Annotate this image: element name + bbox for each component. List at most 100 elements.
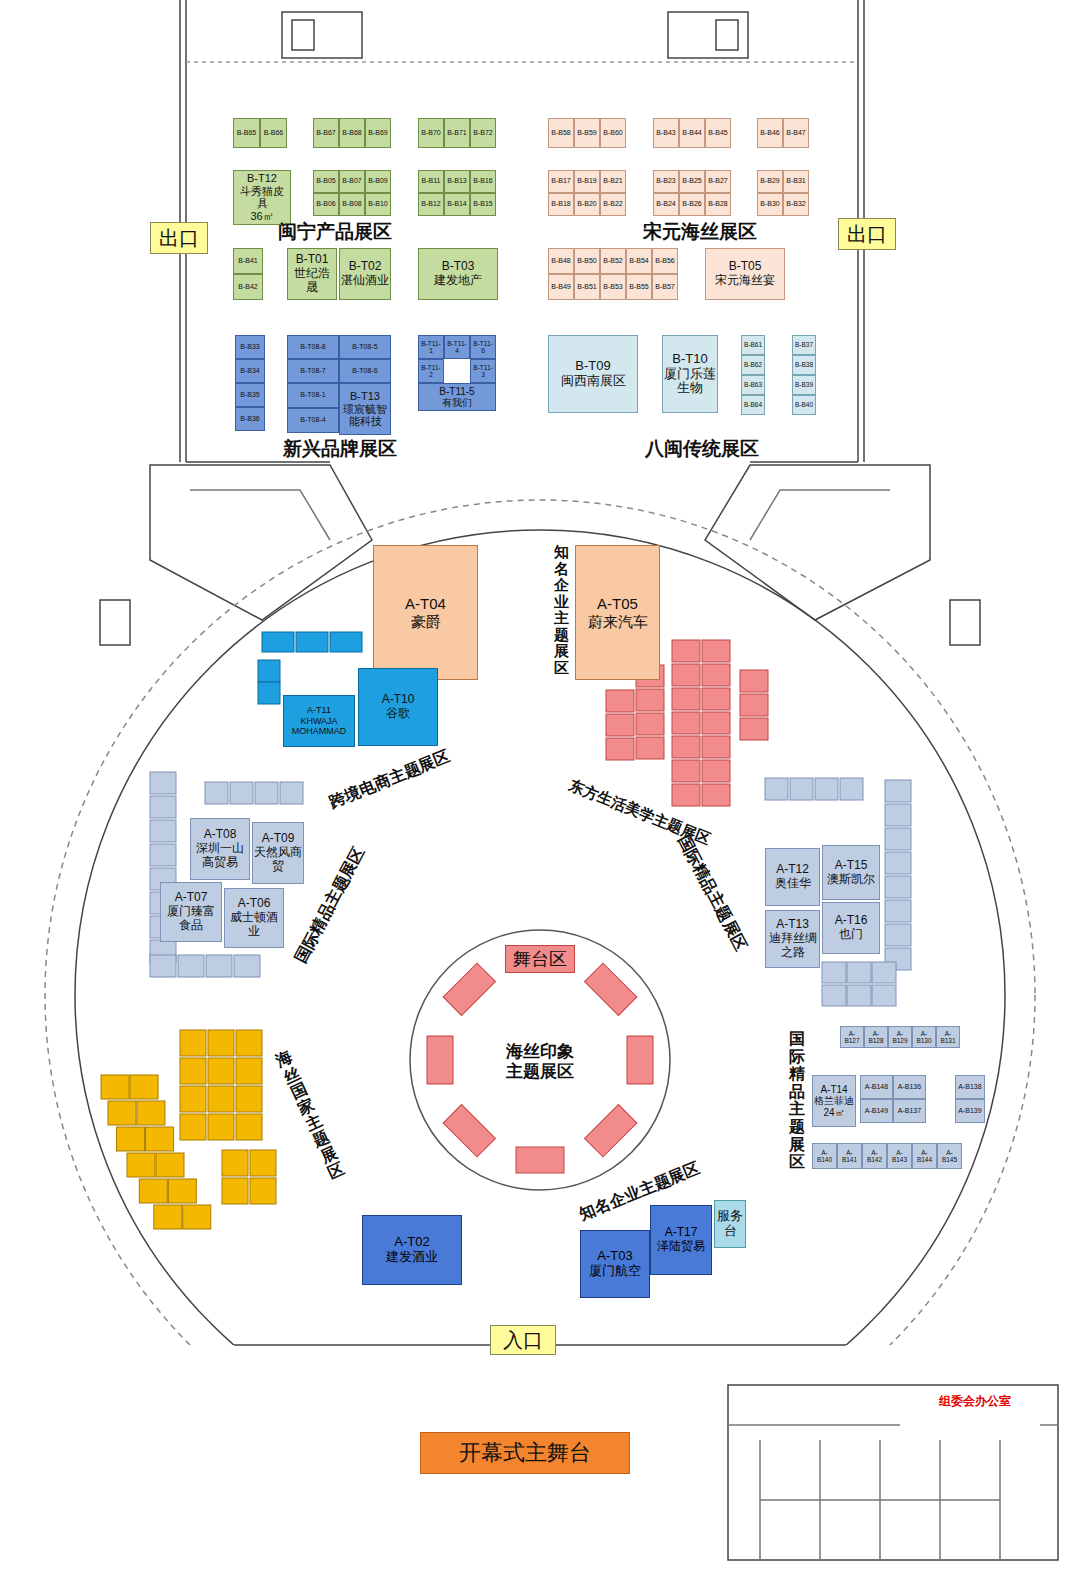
booth-box: B-T08-4 bbox=[287, 408, 339, 433]
small-booth bbox=[108, 1101, 136, 1125]
booth-box: B-B06 bbox=[313, 193, 339, 216]
small-booth bbox=[636, 737, 664, 759]
booth-box: B-B47 bbox=[783, 118, 809, 148]
booth-code: B-B55 bbox=[629, 283, 648, 291]
booth-code: B-B26 bbox=[682, 200, 701, 208]
booth-code: B-B61 bbox=[744, 341, 762, 348]
booth-code: B-T05 bbox=[729, 260, 762, 274]
booth-code: B-B69 bbox=[368, 129, 387, 137]
booth-box: B-T03建发地产 bbox=[418, 248, 498, 300]
booth-box: B-B43 bbox=[653, 118, 679, 148]
small-booth bbox=[672, 736, 700, 758]
booth-box: B-T11-5有我们 bbox=[418, 383, 496, 411]
booth-name: 威士顿酒业 bbox=[226, 911, 282, 939]
booth-code: A-B138 bbox=[958, 1083, 981, 1091]
booth-code: B-B05 bbox=[316, 177, 335, 185]
booth-box: A-B127 bbox=[840, 1026, 864, 1048]
booth-name: 24㎡ bbox=[823, 1107, 844, 1119]
stair-block bbox=[705, 465, 930, 620]
booth-box: B-B66 bbox=[260, 118, 287, 148]
booth-code: A-B140 bbox=[814, 1149, 835, 1164]
booth-code: 出口 bbox=[847, 223, 887, 246]
booth-box: B-B58 bbox=[548, 118, 574, 148]
small-booth bbox=[443, 1105, 495, 1157]
booth-code: A-T17 bbox=[665, 1226, 698, 1240]
booth-name: 深圳一山高贸易 bbox=[192, 842, 248, 870]
top-entrance bbox=[668, 12, 748, 58]
booth-box: B-B55 bbox=[626, 274, 652, 300]
booth-box: B-B37 bbox=[792, 335, 816, 355]
booth-name: 斗秀猫皮具 bbox=[235, 185, 289, 210]
booth-code: B-B27 bbox=[708, 177, 727, 185]
booth-code: B-B30 bbox=[760, 200, 779, 208]
booth-box: B-B51 bbox=[574, 274, 600, 300]
booth-code: B-T01 bbox=[296, 253, 329, 267]
booth-code: B-B47 bbox=[786, 129, 805, 137]
small-booth bbox=[885, 828, 911, 850]
zone-label: 知名企业主题展区 bbox=[554, 544, 569, 676]
small-booth bbox=[236, 1086, 262, 1112]
booth-code: B-B12 bbox=[421, 200, 440, 208]
booth-code: A-B149 bbox=[865, 1107, 888, 1115]
booth-code: B-T11-3 bbox=[472, 364, 494, 379]
booth-code: A-T03 bbox=[597, 1249, 632, 1264]
booth-box: B-B31 bbox=[783, 170, 809, 193]
booth-name: 天然风商贸 bbox=[254, 846, 302, 874]
top-hall-wall bbox=[180, 0, 864, 462]
small-booth bbox=[250, 1178, 276, 1204]
booth-code: B-T03 bbox=[442, 260, 475, 274]
booth-box: A-T14格兰菲迪24㎡ bbox=[812, 1075, 856, 1127]
booth-code: B-T08-5 bbox=[352, 343, 377, 351]
booth-code: A-T04 bbox=[405, 595, 446, 612]
small-booth bbox=[208, 1086, 234, 1112]
booth-box: B-B30 bbox=[757, 193, 783, 216]
booth-box: B-B69 bbox=[365, 118, 391, 148]
booth-code: A-T02 bbox=[394, 1235, 429, 1250]
booth-box: B-B42 bbox=[233, 274, 263, 300]
booth-box: B-B27 bbox=[705, 170, 731, 193]
booth-code: B-B38 bbox=[795, 361, 813, 368]
booth-name: KHWAJA MOHAMMAD bbox=[285, 716, 353, 737]
booth-code: B-T08-8 bbox=[300, 343, 325, 351]
booth-box: B-B44 bbox=[679, 118, 705, 148]
small-booth bbox=[885, 852, 911, 874]
booth-name: 厦门乐莲生物 bbox=[664, 367, 716, 397]
booth-code: B-B31 bbox=[786, 177, 805, 185]
booth-code: B-B56 bbox=[655, 257, 674, 265]
small-booth bbox=[168, 1179, 196, 1203]
booth-code: B-B66 bbox=[264, 129, 283, 137]
booth-code: B-T11-6 bbox=[472, 340, 494, 355]
small-booth bbox=[516, 1147, 564, 1173]
booth-name: 宋元海丝宴 bbox=[715, 274, 775, 288]
booth-code: B-B53 bbox=[603, 283, 622, 291]
small-booth bbox=[258, 682, 280, 704]
zone-label: 跨境电商主题展区 bbox=[327, 747, 453, 812]
booth-name: 格兰菲迪 bbox=[814, 1095, 854, 1107]
booth-code: 出口 bbox=[159, 227, 199, 250]
booth-code: B-T09 bbox=[575, 359, 610, 374]
booth-code: A-T05 bbox=[597, 595, 638, 612]
booth-code: A-B127 bbox=[842, 1030, 862, 1045]
booth-code: B-B20 bbox=[577, 200, 596, 208]
small-booth bbox=[702, 688, 730, 710]
small-booth bbox=[740, 694, 768, 716]
booth-code: 开幕式主舞台 bbox=[459, 1440, 591, 1465]
booth-box: A-T15澳斯凯尔 bbox=[822, 845, 880, 900]
booth-code: B-B42 bbox=[238, 283, 257, 291]
booth-box: B-B72 bbox=[470, 118, 496, 148]
booth-box: A-B145 bbox=[937, 1143, 962, 1169]
small-booth bbox=[885, 876, 911, 898]
booth-box: B-T08-8 bbox=[287, 335, 339, 359]
booth-code: A-B130 bbox=[914, 1030, 934, 1045]
pillar bbox=[950, 600, 980, 645]
booth-code: A-T11 bbox=[307, 705, 331, 715]
booth-code: B-B21 bbox=[603, 177, 622, 185]
booth-box: A-T05蔚来汽车 bbox=[575, 545, 660, 680]
booth-box: B-B61 bbox=[741, 335, 765, 355]
booth-code: A-B128 bbox=[866, 1030, 886, 1045]
booth-code: B-B15 bbox=[473, 200, 492, 208]
booth-code: A-T08 bbox=[204, 828, 237, 842]
booth-code: B-B11 bbox=[422, 177, 441, 185]
booth-box: B-B24 bbox=[653, 193, 679, 216]
booth-box: B-B21 bbox=[600, 170, 626, 193]
